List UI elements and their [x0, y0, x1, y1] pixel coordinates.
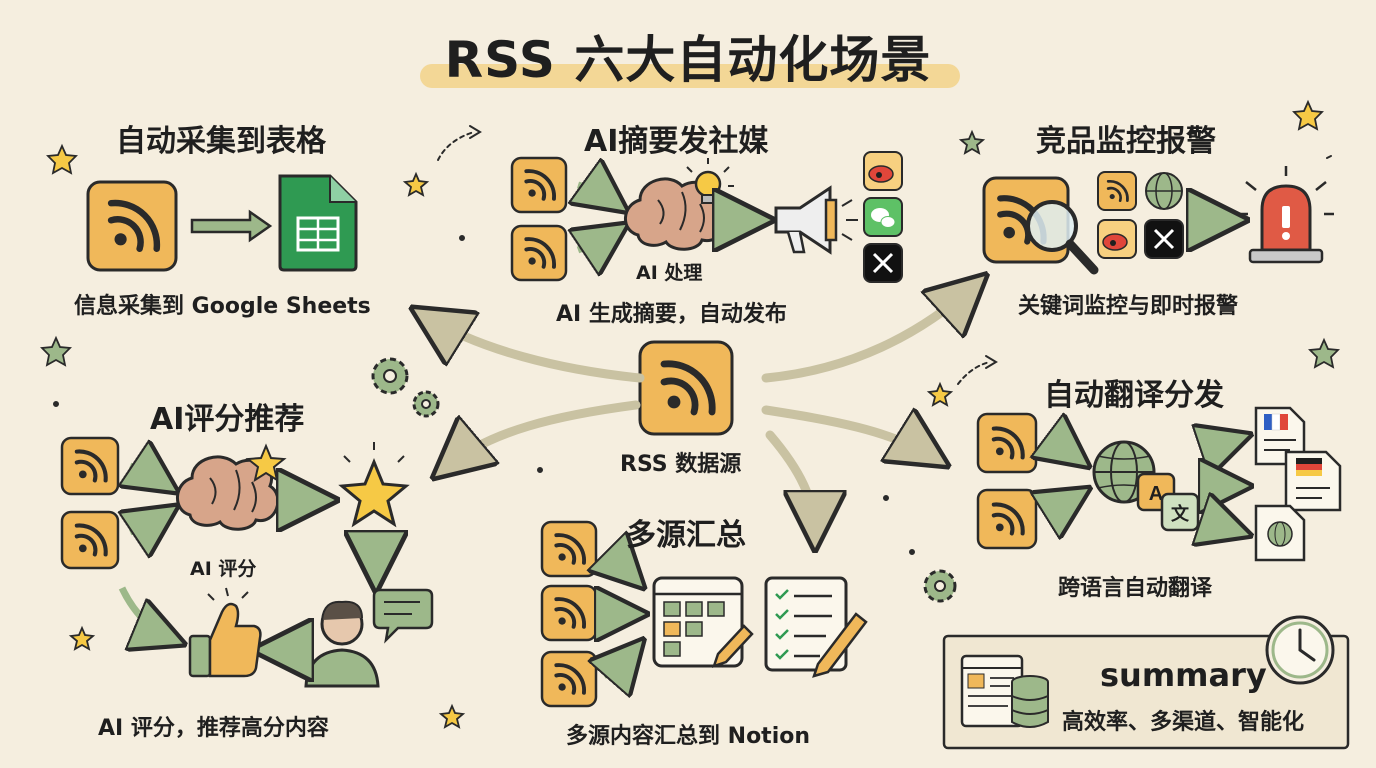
rss-icon — [540, 584, 598, 642]
center-rss-icon — [638, 340, 734, 436]
megaphone-icon — [774, 185, 838, 255]
user-icon — [304, 600, 380, 688]
connector-arrows — [425, 285, 975, 535]
rss-icon — [510, 156, 568, 214]
scenario-5-heading: 多源汇总 — [626, 518, 746, 553]
document-icon — [1254, 504, 1306, 562]
rss-icon — [976, 488, 1038, 550]
scenario-6-heading: 自动翻译分发 — [1044, 378, 1224, 413]
kanban-board-icon — [652, 576, 744, 668]
rss-icon — [60, 436, 120, 496]
scenario-5-caption: 多源内容汇总到 Notion — [566, 724, 811, 749]
thumbs-up-icon — [188, 587, 262, 678]
weibo-icon — [863, 151, 903, 191]
scenario-2-heading: AI摘要发社媒 — [584, 124, 769, 159]
scenario-monitor — [982, 166, 1334, 275]
rss-icon — [60, 510, 120, 570]
database-icon — [1011, 675, 1049, 728]
clock-icon — [1265, 615, 1335, 685]
scenario-4-heading: AI评分推荐 — [150, 402, 305, 437]
arrow-icon — [190, 209, 273, 243]
chat-bubble-icon — [372, 588, 434, 644]
scenario-scoring — [60, 436, 434, 688]
checklist-icon — [764, 576, 848, 672]
summary-title: summary — [1100, 656, 1267, 694]
alarm-icon — [1238, 166, 1334, 264]
translate-icon: A 文 — [1136, 472, 1200, 532]
scenario-1-heading: 自动采集到表格 — [116, 124, 326, 159]
gear-icon — [412, 390, 440, 418]
center-label: RSS 数据源 — [620, 452, 742, 477]
google-sheets-icon — [278, 174, 358, 272]
gear-icon — [371, 357, 409, 395]
weibo-icon — [1097, 219, 1137, 259]
x-icon — [863, 243, 903, 283]
scenario-4-caption: AI 评分，推荐高分内容 — [98, 716, 329, 741]
translate-source-glyph: A — [1149, 483, 1163, 505]
scenario-1-caption: 信息采集到 Google Sheets — [74, 294, 371, 319]
globe-icon — [1145, 172, 1183, 210]
x-icon — [1144, 219, 1184, 259]
decorative-stars — [40, 99, 1340, 729]
document-icon — [1254, 406, 1306, 466]
rss-icon — [540, 650, 598, 708]
pencil-icon — [712, 612, 868, 678]
rss-icon — [976, 412, 1038, 474]
summary-text: 高效率、多渠道、智能化 — [1062, 710, 1305, 735]
rss-icon — [86, 180, 178, 272]
scenario-4-sublabel: AI 评分 — [190, 558, 257, 580]
gear-icon — [923, 569, 957, 603]
document-icon — [1284, 450, 1342, 512]
brain-icon — [176, 455, 280, 531]
browser-window-icon — [960, 654, 1024, 728]
rss-icon — [540, 520, 598, 578]
magnifier-icon — [1026, 200, 1099, 275]
translate-target-glyph: 文 — [1171, 503, 1190, 525]
scenario-translation: A 文 — [976, 406, 1342, 562]
summary-box — [942, 615, 1350, 750]
scenario-3-heading: 竞品监控报警 — [1036, 124, 1216, 159]
scenario-sheets — [86, 174, 358, 272]
scenario-aggregation — [540, 520, 868, 708]
scenario-6-caption: 跨语言自动翻译 — [1058, 576, 1213, 601]
decorative-squiggles — [53, 125, 1332, 555]
star-icon — [338, 442, 410, 528]
page-title: RSS 六大自动化场景 — [444, 31, 932, 89]
scenario-3-caption: 关键词监控与即时报警 — [1018, 294, 1239, 319]
star-icon — [245, 443, 287, 483]
title-highlight — [420, 64, 960, 88]
scenario-2-caption: AI 生成摘要，自动发布 — [556, 302, 787, 327]
scenario-social — [510, 151, 903, 283]
scenario-2-sublabel: AI 处理 — [636, 262, 703, 284]
wechat-icon — [863, 197, 903, 237]
rss-icon — [1097, 171, 1137, 211]
rss-icon — [510, 224, 568, 282]
